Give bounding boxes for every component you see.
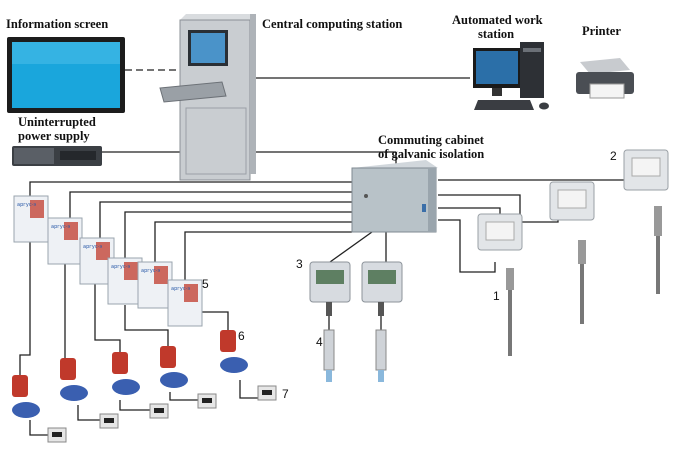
ups-unit [12,146,102,166]
analyzer-unit [309,261,351,382]
workstation-label-line2: station [478,27,514,41]
ups-label-line1: Uninterrupted [18,115,96,129]
controller-device: аргус-э [107,257,143,305]
svg-text:аргус-э: аргус-э [111,264,130,270]
sensor-unit [477,213,523,356]
dosing-pump [12,375,40,418]
controller-device: аргус-э [47,217,83,265]
cabinet-label-line2: of galvanic isolation [378,147,484,161]
printer-label: Printer [582,24,621,38]
sensor-unit [623,149,669,294]
callout-1: 1 [493,289,500,303]
callout-2: 2 [610,149,617,163]
information-screen [7,37,125,113]
dosing-pump [160,346,188,388]
flow-meter [197,393,217,409]
info-screen-label: Information screen [6,17,108,31]
callout-3: 3 [296,257,303,271]
callout-4: 4 [316,335,323,349]
flow-meter [47,427,67,443]
controller-device: аргус-э [13,195,49,243]
svg-text:аргус-э: аргус-э [51,224,70,230]
callout-7: 7 [282,387,289,401]
callout-5: 5 [202,277,209,291]
flow-meters [47,385,277,443]
central-station-label: Central computing station [262,17,402,31]
flow-meter [99,413,119,429]
dosing-pump [220,330,248,373]
commuting-cabinet [351,160,438,233]
svg-text:аргус-э: аргус-э [17,202,36,208]
sensor-unit [549,181,595,324]
ups-label-line2: power supply [18,129,90,143]
analyzer-units [309,261,403,382]
automated-work-station [473,42,549,110]
dosing-pumps [12,330,248,418]
analyzer-unit [361,261,403,382]
controller-devices: аргус-э аргус-э аргус-э аргус-э аргус-э … [13,195,203,327]
dosing-pump [112,352,140,395]
controller-device: аргус-э [137,261,173,309]
dosing-pump [60,358,88,401]
cabinet-label-line1: Commuting cabinet [378,133,485,147]
sensor-units [477,149,669,356]
flow-meter [149,403,169,419]
svg-text:аргус-э: аргус-э [171,286,190,292]
callout-6: 6 [238,329,245,343]
controller-device: аргус-э [167,279,203,327]
flow-meter [257,385,277,401]
printer [576,58,634,99]
svg-text:аргус-э: аргус-э [83,244,102,250]
central-computing-station [159,14,256,181]
workstation-label-line1: Automated work [452,13,543,27]
svg-text:аргус-э: аргус-э [141,268,160,274]
